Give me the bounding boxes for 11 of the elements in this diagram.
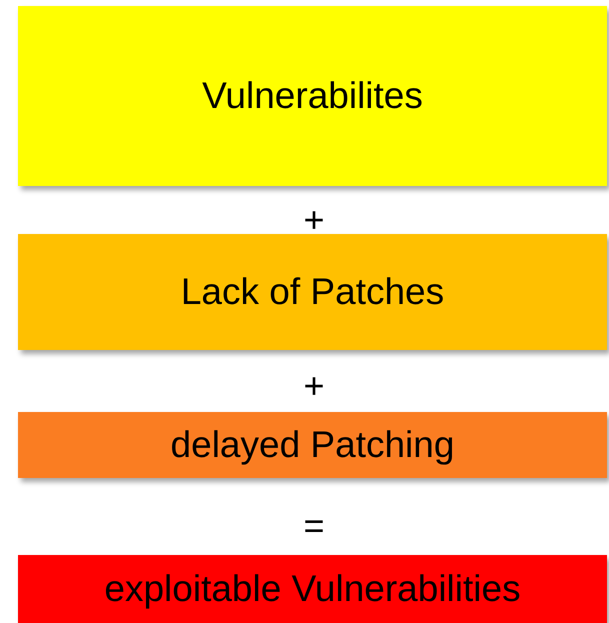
process-box (18, 555, 607, 623)
box-label: exploitable Vulnerabilities (104, 568, 521, 610)
process-box (18, 412, 607, 478)
process-box (18, 234, 607, 350)
operator-sign: + (302, 200, 326, 240)
operator-sign: = (302, 506, 326, 546)
box-label: delayed Patching (170, 424, 454, 466)
operator-sign: + (302, 366, 326, 406)
box-label: Lack of Patches (180, 271, 444, 313)
process-box (18, 6, 607, 186)
box-label: Vulnerabilites (202, 75, 423, 117)
